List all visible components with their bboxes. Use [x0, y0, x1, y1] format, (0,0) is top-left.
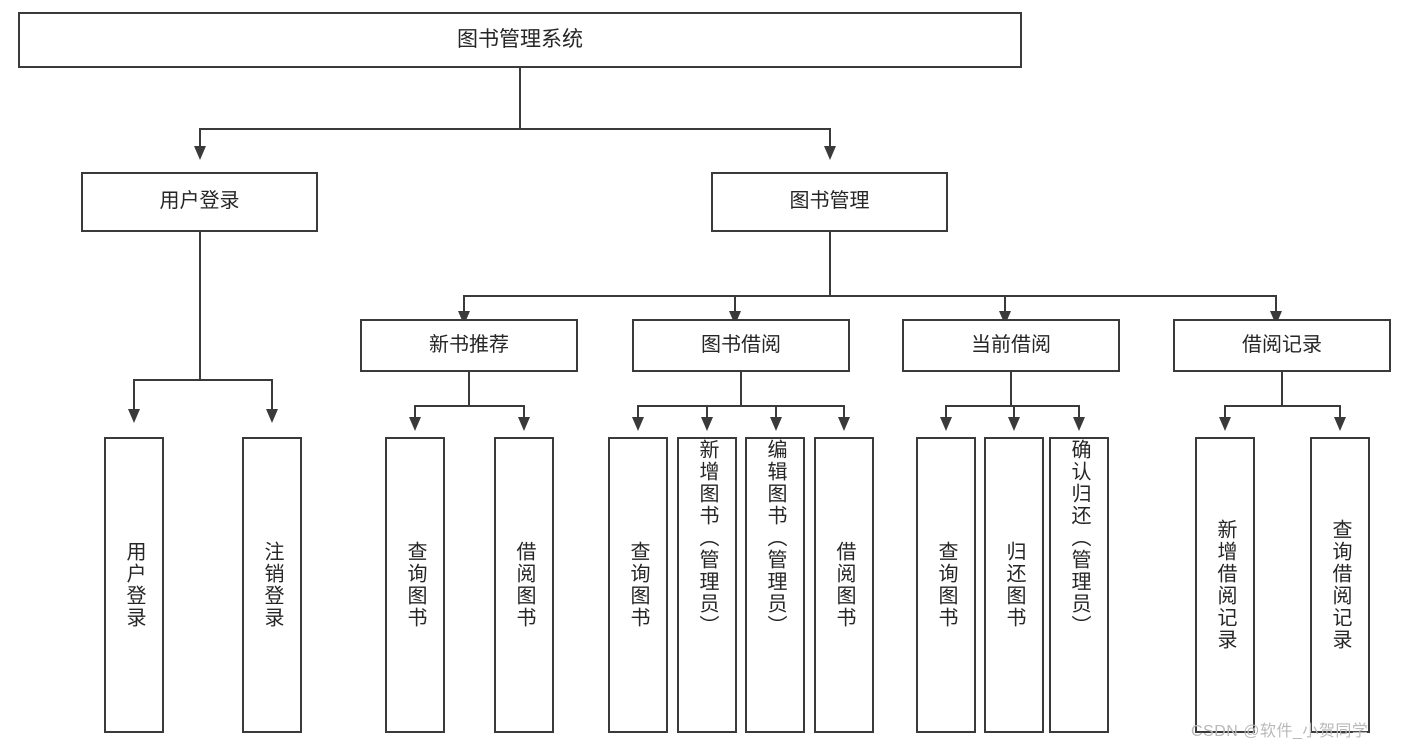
connector-new-book-branch-2 — [523, 405, 525, 419]
leaf-label: 确认归还（管理员） — [1068, 439, 1090, 637]
leaf-label: 查询借阅记录 — [1329, 519, 1351, 651]
connector-borrow-record-branch-1 — [1224, 405, 1226, 419]
connector-book-borrow-branch-1 — [637, 405, 639, 419]
leaf-label: 新增图书（管理员） — [696, 439, 718, 637]
node-book-management[interactable]: 图书管理 — [711, 172, 948, 232]
arrow-book-borrow-leaf-3 — [770, 417, 782, 431]
connector-new-book-branch-1 — [414, 405, 416, 419]
connector-book-borrow-branch-3 — [775, 405, 777, 419]
leaf-query-book-borrow[interactable]: 查询图书 — [608, 437, 668, 733]
node-label: 图书管理 — [789, 190, 870, 213]
leaf-label: 新增借阅记录 — [1214, 519, 1236, 651]
arrow-current-borrow-leaf-1 — [940, 417, 952, 431]
arrow-current-borrow-leaf-2 — [1008, 417, 1020, 431]
leaf-label: 用户登录 — [123, 541, 145, 629]
connector-new-book-stem — [468, 372, 470, 406]
arrow-book-borrow-leaf-4 — [838, 417, 850, 431]
node-current-borrow[interactable]: 当前借阅 — [902, 319, 1120, 372]
connector-bm-branch-3 — [1004, 295, 1006, 313]
node-label: 借阅记录 — [1242, 333, 1322, 356]
leaf-add-borrow-record[interactable]: 新增借阅记录 — [1195, 437, 1255, 733]
leaf-label: 借阅图书 — [833, 541, 855, 629]
arrow-user-login-leaf-2 — [266, 409, 278, 423]
connector-bm-branch-1 — [463, 295, 465, 313]
node-label: 图书管理系统 — [457, 27, 583, 51]
arrow-user-login-leaf-1 — [128, 409, 140, 423]
arrow-book-borrow-leaf-2 — [701, 417, 713, 431]
leaf-edit-book-admin[interactable]: 编辑图书（管理员） — [745, 437, 805, 733]
leaf-borrow-book-recommend[interactable]: 借阅图书 — [494, 437, 554, 733]
connector-borrow-record-stem — [1281, 372, 1283, 406]
leaf-add-book-admin[interactable]: 新增图书（管理员） — [677, 437, 737, 733]
connector-user-login-branch-1 — [133, 379, 135, 411]
connector-book-borrow-stem — [740, 372, 742, 406]
connector-root-to-book-management — [829, 128, 831, 148]
node-label: 当前借阅 — [971, 333, 1051, 356]
arrow-new-book-leaf-1 — [409, 417, 421, 431]
node-label: 图书借阅 — [701, 333, 781, 356]
leaf-label: 编辑图书（管理员） — [764, 439, 786, 637]
connector-current-borrow-branch-2 — [1013, 405, 1015, 419]
arrow-book-borrow-leaf-1 — [632, 417, 644, 431]
connector-borrow-record-bus — [1224, 405, 1341, 407]
node-borrow-record[interactable]: 借阅记录 — [1173, 319, 1391, 372]
leaf-label: 借阅图书 — [513, 541, 535, 629]
connector-book-borrow-branch-2 — [706, 405, 708, 419]
connector-user-login-bus — [133, 379, 271, 381]
connector-root-to-user-login — [199, 128, 201, 148]
arrow-to-book-management — [824, 146, 836, 160]
watermark-credit: CSDN @软件_小贺同学 — [1191, 723, 1369, 740]
leaf-logout[interactable]: 注销登录 — [242, 437, 302, 733]
node-label: 新书推荐 — [429, 333, 509, 356]
leaf-label: 查询图书 — [627, 541, 649, 629]
node-book-borrow[interactable]: 图书借阅 — [632, 319, 850, 372]
leaf-confirm-return-admin[interactable]: 确认归还（管理员） — [1049, 437, 1109, 733]
node-root-book-management-system[interactable]: 图书管理系统 — [18, 12, 1022, 68]
leaf-query-book-current[interactable]: 查询图书 — [916, 437, 976, 733]
leaf-label: 注销登录 — [261, 541, 283, 629]
leaf-label: 查询图书 — [935, 541, 957, 629]
connector-current-borrow-branch-1 — [945, 405, 947, 419]
connector-book-management-stem — [829, 232, 831, 296]
leaf-borrow-book[interactable]: 借阅图书 — [814, 437, 874, 733]
arrow-borrow-record-leaf-2 — [1334, 417, 1346, 431]
connector-book-management-bus — [463, 295, 1277, 297]
connector-borrow-record-branch-2 — [1339, 405, 1341, 419]
connector-user-login-stem — [199, 232, 201, 380]
arrow-to-user-login — [194, 146, 206, 160]
connector-current-borrow-branch-3 — [1078, 405, 1080, 419]
leaf-query-book-recommend[interactable]: 查询图书 — [385, 437, 445, 733]
arrow-new-book-leaf-2 — [518, 417, 530, 431]
connector-book-borrow-bus — [637, 405, 843, 407]
connector-user-login-branch-2 — [271, 379, 273, 411]
leaf-label: 查询图书 — [404, 541, 426, 629]
leaf-label: 归还图书 — [1003, 541, 1025, 629]
leaf-user-login[interactable]: 用户登录 — [104, 437, 164, 733]
leaf-query-borrow-record[interactable]: 查询借阅记录 — [1310, 437, 1370, 733]
connector-book-borrow-branch-4 — [843, 405, 845, 419]
node-new-book-recommend[interactable]: 新书推荐 — [360, 319, 578, 372]
connector-bm-branch-2 — [734, 295, 736, 313]
connector-current-borrow-stem — [1010, 372, 1012, 406]
connector-root-bus — [199, 128, 831, 130]
node-user-login[interactable]: 用户登录 — [81, 172, 318, 232]
arrow-borrow-record-leaf-1 — [1219, 417, 1231, 431]
connector-new-book-bus — [414, 405, 524, 407]
arrow-current-borrow-leaf-3 — [1073, 417, 1085, 431]
connector-bm-branch-4 — [1275, 295, 1277, 313]
node-label: 用户登录 — [159, 190, 240, 213]
leaf-return-book[interactable]: 归还图书 — [984, 437, 1044, 733]
connector-current-borrow-bus — [945, 405, 1078, 407]
connector-root-stem — [519, 68, 521, 129]
